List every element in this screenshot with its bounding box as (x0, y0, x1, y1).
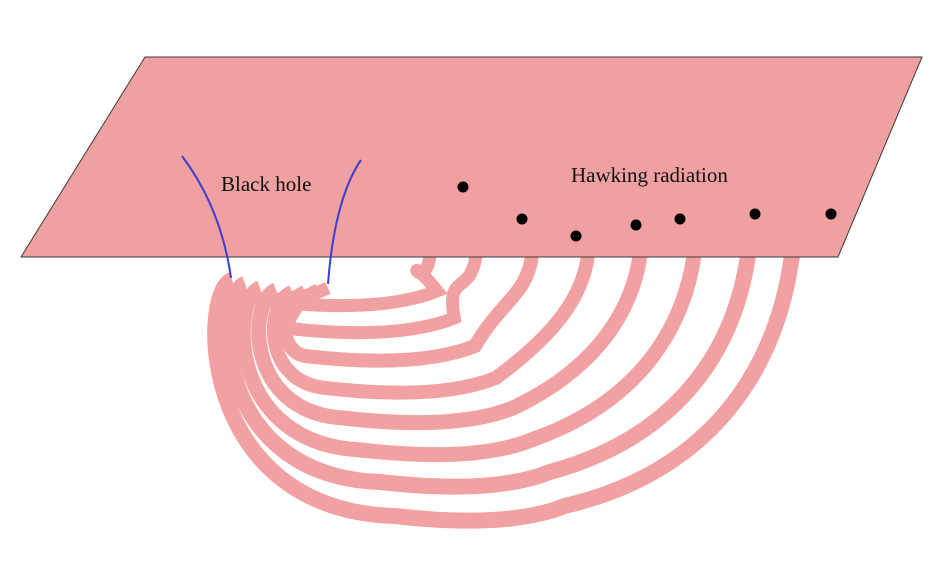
spacetime-sheet (20, 56, 923, 258)
radiation-particles (457, 181, 837, 242)
radiation-particle (516, 213, 528, 225)
entanglement-tube (207, 254, 800, 529)
radiation-particle (457, 181, 469, 193)
entanglement-tube (220, 254, 756, 495)
entanglement-tube (269, 254, 483, 340)
hawking-radiation-label: Hawking radiation (571, 163, 728, 187)
radiation-particle (630, 219, 642, 231)
radiation-particle (674, 213, 686, 225)
black-hole-horizon-right (327, 159, 362, 285)
entanglement-tube (251, 254, 648, 431)
entanglement-tubes (207, 254, 800, 529)
black-hole-horizon-left (181, 155, 232, 279)
entanglement-tube (265, 254, 448, 313)
radiation-particle (570, 230, 582, 242)
black-hole-label: Black hole (221, 172, 311, 196)
radiation-particle (749, 208, 761, 220)
entanglement-tube (266, 254, 595, 400)
radiation-particle (825, 208, 837, 220)
entanglement-tube (235, 254, 702, 463)
